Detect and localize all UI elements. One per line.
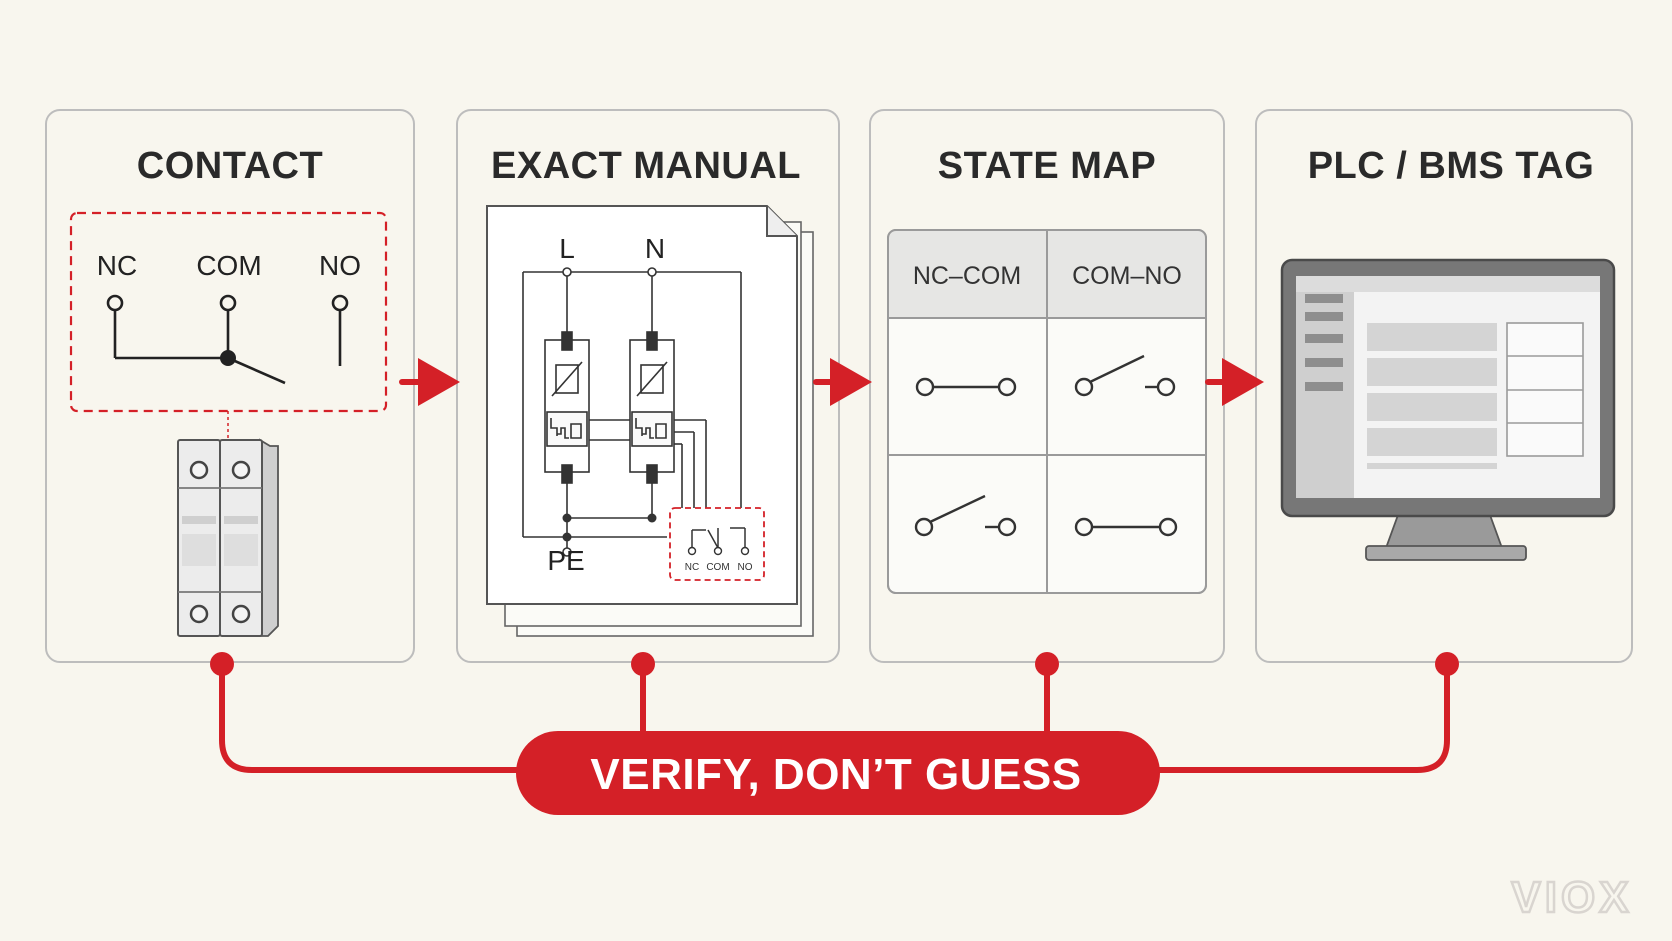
state-map-header-nc-com: NC–COM [913, 262, 1021, 290]
closed-contact-icon [915, 377, 1017, 397]
panel-title-state-map: STATE MAP [938, 145, 1156, 187]
verify-connector [219, 664, 1450, 773]
manual-relay-callout: NC COM NO [669, 507, 765, 581]
manual-label-pe: PE [547, 545, 584, 576]
spd-device-icon [177, 438, 279, 637]
state-map-header-com-no: COM–NO [1072, 262, 1182, 290]
monitor-icon [1280, 258, 1616, 561]
connector-dot-contact [210, 652, 234, 676]
contact-label-com: COM [196, 250, 261, 281]
connector-dot-state-map [1035, 652, 1059, 676]
relay-label-com: COM [706, 562, 729, 573]
open-contact-icon [914, 494, 1017, 537]
closed-contact-icon [1074, 517, 1178, 537]
manual-label-l: L [559, 233, 575, 264]
panel-title-contact: CONTACT [137, 145, 323, 187]
manual-wiring-schematic [522, 271, 742, 550]
panel-title-manual: EXACT MANUAL [491, 145, 801, 187]
contact-label-nc: NC [97, 250, 137, 281]
contact-label-no: NO [319, 250, 361, 281]
connector-dot-manual [631, 652, 655, 676]
state-map-table [887, 229, 1207, 594]
relay-label-nc: NC [685, 562, 699, 573]
manual-label-n: N [645, 233, 665, 264]
verify-banner [516, 731, 1160, 815]
relay-label-no: NO [738, 562, 753, 573]
panel-title-plc-bms: PLC / BMS TAG [1308, 145, 1595, 187]
open-contact-icon [1074, 354, 1176, 397]
viox-watermark: VIOX [1511, 873, 1632, 922]
contact-highlight-box [69, 211, 388, 413]
verify-banner-text: VERIFY, DON’T GUESS [590, 750, 1081, 799]
contact-schematic: NC COM NO [69, 211, 388, 440]
connector-dot-plc-bms [1435, 652, 1459, 676]
